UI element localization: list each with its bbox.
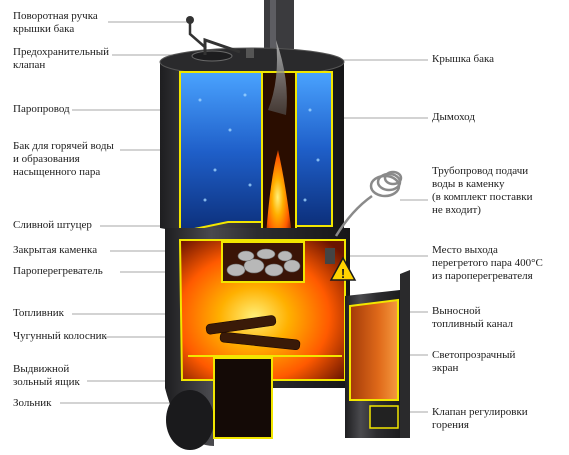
label-steam-pipe: Паропровод [13, 103, 70, 115]
combustion-valve [369, 405, 399, 429]
label-superheater: Пароперегреватель [13, 265, 103, 277]
label-steam-outlet: Место выхода перегретого пара 400°С из п… [432, 244, 543, 282]
svg-text:!: ! [341, 266, 345, 281]
label-drain-fitting: Сливной штуцер [13, 219, 92, 231]
label-water-supply-pipe: Трубопровод подачи воды в каменку (в ком… [432, 165, 533, 216]
label-safety-valve: Предохранительный клапан [13, 46, 110, 71]
warning-triangle-icon: ! [329, 256, 357, 281]
label-chimney: Дымоход [432, 111, 475, 123]
label-ash-pit: Зольник [13, 397, 52, 409]
rotary-handle [203, 37, 241, 55]
label-fuel-channel: Выносной топливный канал [432, 305, 513, 330]
steam-outlet-nozzle [325, 248, 335, 264]
water-supply-coil [334, 170, 403, 237]
label-cast-iron-grate: Чугунный колосник [13, 330, 107, 342]
label-combustion-valve: Клапан регулировки горения [432, 406, 528, 431]
smoke [268, 40, 287, 115]
ash-drawer [213, 357, 273, 439]
label-rotary-handle: Поворотная ручка крышки бака [13, 10, 98, 35]
label-closed-heater: Закрытая каменка [13, 244, 98, 256]
label-glass-screen: Светопрозрачный экран [432, 349, 516, 374]
label-tank-lid: Крышка бака [432, 53, 495, 65]
label-hot-water-tank: Бак для горячей воды и образования насыщ… [13, 140, 114, 178]
label-firebox: Топливник [13, 307, 64, 319]
label-ash-drawer: Выдвижной зольный ящик [13, 363, 80, 388]
water-cutaway [179, 71, 263, 234]
